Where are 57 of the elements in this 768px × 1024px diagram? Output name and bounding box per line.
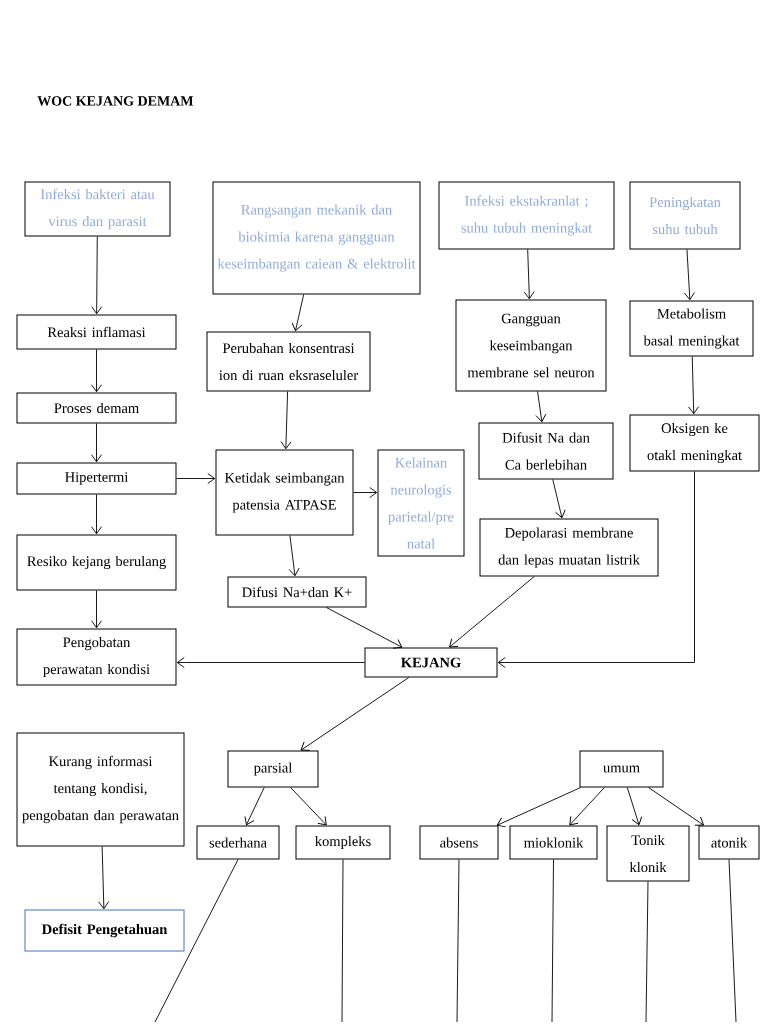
process-box: absens [419, 825, 499, 860]
arrow [244, 787, 265, 826]
process-box: umum [579, 750, 664, 788]
process-box: sederhana [196, 825, 280, 860]
process-box: parsial [227, 750, 319, 788]
arrow [280, 391, 292, 450]
arrow [497, 471, 695, 668]
process-box: Reaksi inflamasi [16, 314, 177, 350]
diagram-title: WOC KEJANG DEMAM [37, 96, 194, 106]
arrow [291, 294, 305, 332]
arrow [91, 349, 102, 393]
process-box: Kelainan neurologis parietal/pre natal [377, 449, 465, 557]
process-box: Hipertermi [16, 462, 177, 495]
process-box: Perubahan konsentrasi ion di ruan eksraseluler [206, 331, 371, 392]
process-box: atonik [698, 825, 760, 860]
arrow [288, 535, 300, 577]
arrow [535, 391, 547, 423]
arrow [353, 487, 378, 498]
process-box: Infeksi bakteri atau virus dan parasit [24, 181, 171, 237]
arrow [449, 576, 535, 648]
arrow [300, 677, 410, 751]
arrow [290, 787, 327, 826]
process-box: Difusi Na+dan K+ [227, 576, 367, 608]
process-box: Proses demam [16, 392, 177, 424]
arrow [626, 787, 643, 826]
arrow [648, 787, 704, 826]
process-box: Tonik klonik [606, 825, 690, 882]
arrow [91, 590, 102, 629]
arrow [496, 787, 582, 828]
process-box: Resiko kejang berulang [16, 534, 177, 591]
process-box: Rangsangan mekanik dan biokimia karena gangguan keseimbangan caiean & elektrolit [212, 181, 421, 295]
process-box: Kurang informasi tentang kondisi, pengobatan dan perawatan [16, 732, 185, 847]
arrow [552, 479, 566, 519]
process-box: kompleks [295, 825, 391, 860]
process-box: Ketidak seimbangan patensia ATPASE [215, 449, 354, 536]
arrow [688, 356, 699, 415]
process-box: Infeksi ekstakranlat ; suhu tubuh meningkat [438, 181, 615, 250]
arrow [91, 494, 102, 535]
process-box: Pengobatan perawatan kondisi [16, 628, 177, 686]
arrow [326, 607, 403, 649]
arrow [176, 473, 216, 484]
arrow [91, 236, 103, 315]
arrow [91, 423, 102, 463]
process-box: Difusit Na dan Ca berlebihan [478, 422, 614, 480]
process-box: mioklonik [509, 825, 598, 860]
process-box: KEJANG [364, 647, 498, 678]
process-box: Defisit Pengetahuan [24, 909, 185, 952]
process-box: Metabolism basal meningkat [629, 300, 754, 357]
arrow [569, 787, 605, 826]
arrow [176, 657, 365, 668]
arrow [523, 249, 535, 300]
process-box: Oksigen ke otakl meningkat [629, 414, 760, 472]
process-box: Gangguan keseimbangan membrane sel neuron [455, 299, 607, 392]
arrow [98, 846, 110, 910]
arrow [684, 249, 695, 301]
process-box: Peningkatan suhu tubuh [629, 181, 741, 250]
process-box: Depolarasi membrane dan lepas muatan listrik [479, 518, 659, 577]
